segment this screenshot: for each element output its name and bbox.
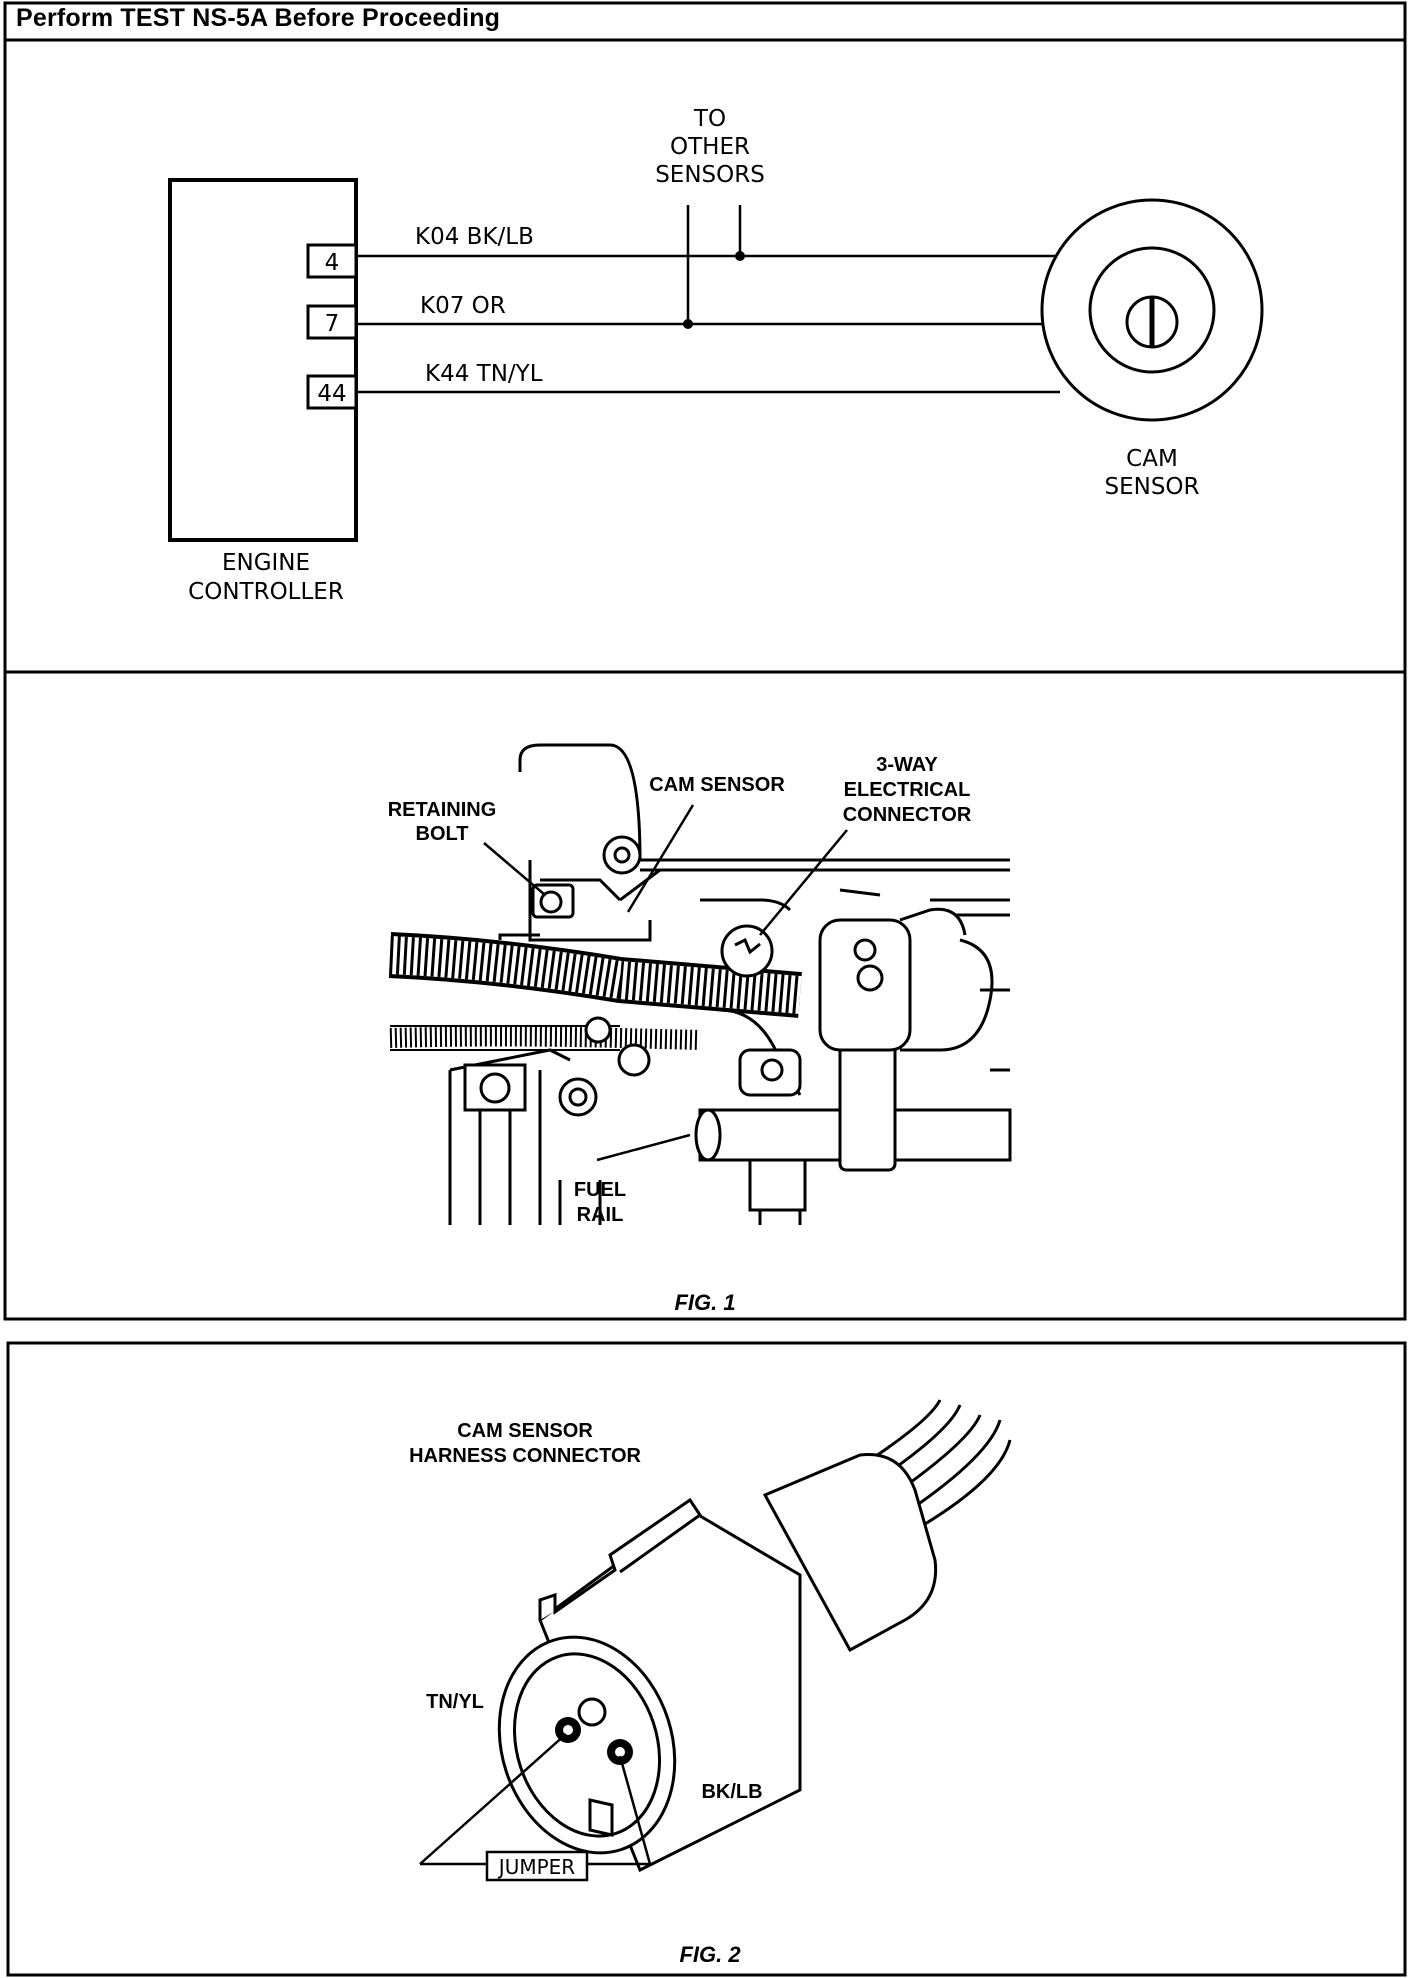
jumper-box xyxy=(485,1850,589,1882)
callout-cam-sensor: CAM SENSOR xyxy=(649,774,785,796)
to-other-sensors-line1: TO xyxy=(693,106,726,132)
pin-4-box xyxy=(306,243,358,279)
callout-fuel-rail-2: RAIL xyxy=(577,1204,624,1226)
wire-k44-label: K44 TN/YL xyxy=(425,361,543,387)
harness-connector-body xyxy=(497,1452,938,1873)
cam-sensor-label-1: CAM xyxy=(1126,446,1178,472)
pin-44-box xyxy=(306,374,358,410)
to-other-sensors-line2: OTHER xyxy=(670,134,750,160)
callout-retaining-bolt-1: RETAINING xyxy=(388,799,497,821)
wire-k04-label: K04 BK/LB xyxy=(415,224,534,250)
controller-label-2: CONTROLLER xyxy=(188,579,344,605)
fig2-caption: FIG. 2 xyxy=(679,1942,741,1967)
panel-frames xyxy=(3,1,1407,1977)
wire-k07-label: K07 OR xyxy=(420,293,506,319)
header-title: Perform TEST NS-5A Before Proceeding xyxy=(16,4,501,32)
bolts xyxy=(463,835,651,1117)
jumper-label: JUMPER xyxy=(497,1855,575,1879)
cam-sensor-label-2: SENSOR xyxy=(1104,474,1199,500)
wiring-schematic: 4 7 44 K04 BK/LB K07 OR K44 TN/YL TO OTH… xyxy=(168,106,1264,605)
engine-outline xyxy=(448,743,1010,1225)
fig2-title-2: HARNESS CONNECTOR xyxy=(409,1445,641,1467)
to-other-sensors-line3: SENSORS xyxy=(655,162,765,188)
cam-sensor-body xyxy=(719,918,912,1097)
callout-leaders xyxy=(483,804,848,1162)
fig1-caption: FIG. 1 xyxy=(674,1290,735,1315)
splice-dot-k04 xyxy=(735,251,745,261)
engine-controller-box xyxy=(168,178,358,542)
jumper-lines xyxy=(419,1733,652,1866)
callout-connector-3: CONNECTOR xyxy=(843,804,972,826)
wires xyxy=(356,205,1060,394)
callout-connector-2: ELECTRICAL xyxy=(844,779,971,801)
callout-retaining-bolt-2: BOLT xyxy=(416,823,469,845)
terminal-bk-lb-hole xyxy=(615,1747,625,1757)
splice-dot-k07 xyxy=(683,319,693,329)
pin-7: 7 xyxy=(325,311,340,337)
harness-wires xyxy=(869,1399,1012,1532)
pin-7-box xyxy=(306,304,358,340)
fig2-title-1: CAM SENSOR xyxy=(457,1420,593,1442)
fig1-engine-illustration: RETAINING BOLT CAM SENSOR 3-WAY ELECTRIC… xyxy=(388,743,1012,1315)
pin-4: 4 xyxy=(325,250,340,276)
wiring-harness-hose xyxy=(388,932,802,1051)
connector-terminals xyxy=(555,1697,633,1765)
terminal-top xyxy=(577,1697,607,1727)
callout-connector-1: 3-WAY xyxy=(876,754,938,776)
controller-label-1: ENGINE xyxy=(222,550,310,576)
terminal-tn-yl-hole xyxy=(563,1725,573,1735)
tn-yl-label: TN/YL xyxy=(426,1691,484,1713)
pin-44: 44 xyxy=(317,381,346,407)
bk-lb-label: BK/LB xyxy=(701,1781,762,1803)
callout-fuel-rail-1: FUEL xyxy=(574,1179,626,1201)
fig2-connector-illustration: CAM SENSOR HARNESS CONNECTOR xyxy=(409,1399,1012,1967)
